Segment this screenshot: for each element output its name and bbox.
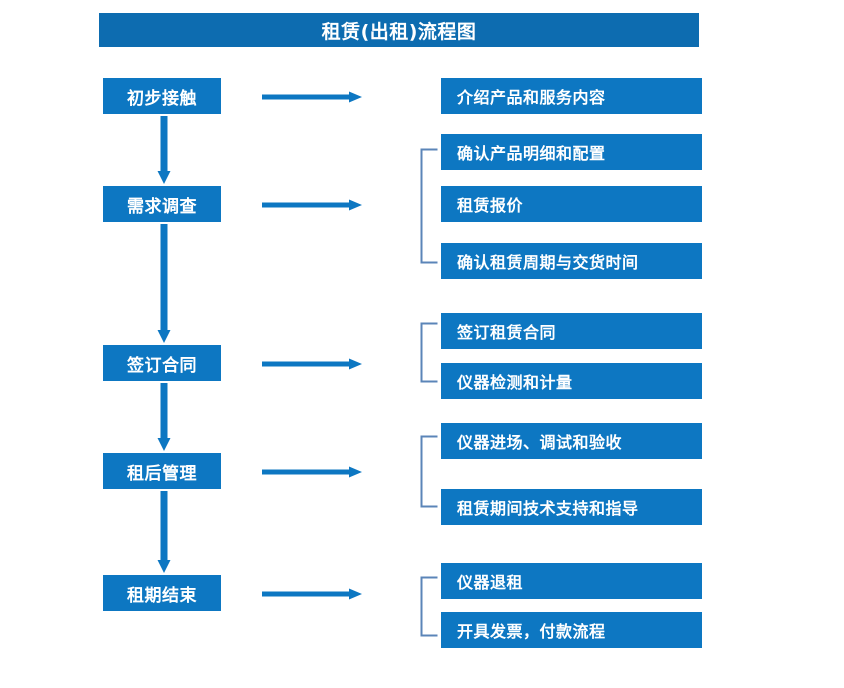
stage-box[interactable]: 租期结束	[103, 575, 221, 611]
detail-box[interactable]: 租赁期间技术支持和指导	[441, 489, 702, 525]
detail-box[interactable]: 仪器退租	[441, 563, 702, 599]
arrow-stage4-to-group4	[262, 466, 362, 478]
stage-box[interactable]: 初步接触	[103, 78, 221, 114]
flowchart-title: 租赁(出租)流程图	[99, 13, 699, 47]
detail-box[interactable]: 开具发票，付款流程	[441, 612, 702, 648]
bracket-group-3	[420, 322, 438, 383]
bracket-group-2	[420, 148, 438, 264]
detail-box-label: 签订租赁合同	[457, 323, 557, 342]
arrow-stage1-to-stage2	[157, 116, 171, 184]
detail-box-label: 租赁报价	[457, 196, 524, 215]
stage-box[interactable]: 签订合同	[103, 345, 221, 381]
stage-box-label: 租后管理	[127, 463, 197, 484]
bracket-group-4	[420, 435, 438, 508]
stage-box-label: 初步接触	[127, 88, 197, 109]
detail-box[interactable]: 介绍产品和服务内容	[441, 78, 702, 114]
stage-box[interactable]: 需求调查	[103, 186, 221, 222]
arrow-stage3-to-stage4	[157, 383, 171, 451]
detail-box-label: 介绍产品和服务内容	[457, 88, 606, 107]
detail-box-label: 租赁期间技术支持和指导	[457, 499, 639, 518]
stage-box[interactable]: 租后管理	[103, 453, 221, 489]
arrow-stage5-to-group5	[262, 588, 362, 600]
stage-box-label: 签订合同	[127, 355, 197, 376]
stage-box-label: 需求调查	[127, 196, 197, 217]
detail-box-label: 确认租赁周期与交货时间	[457, 253, 639, 272]
arrow-stage1-to-detail1	[262, 91, 362, 103]
detail-box[interactable]: 租赁报价	[441, 186, 702, 222]
arrow-stage2-to-group2	[262, 199, 362, 211]
detail-box-label: 确认产品明细和配置	[457, 144, 606, 163]
stage-box-label: 租期结束	[127, 585, 197, 606]
detail-box[interactable]: 仪器进场、调试和验收	[441, 423, 702, 459]
detail-box[interactable]: 仪器检测和计量	[441, 363, 702, 399]
detail-box[interactable]: 签订租赁合同	[441, 313, 702, 349]
detail-box-label: 仪器检测和计量	[457, 373, 573, 392]
arrow-stage2-to-stage3	[157, 224, 171, 343]
arrow-stage4-to-stage5	[157, 491, 171, 573]
detail-box-label: 仪器退租	[457, 573, 524, 592]
detail-box-label: 仪器进场、调试和验收	[457, 433, 623, 452]
detail-box[interactable]: 确认产品明细和配置	[441, 134, 702, 170]
bracket-group-5	[420, 576, 438, 637]
detail-box[interactable]: 确认租赁周期与交货时间	[441, 243, 702, 279]
detail-box-label: 开具发票，付款流程	[457, 622, 606, 641]
arrow-stage3-to-group3	[262, 358, 362, 370]
